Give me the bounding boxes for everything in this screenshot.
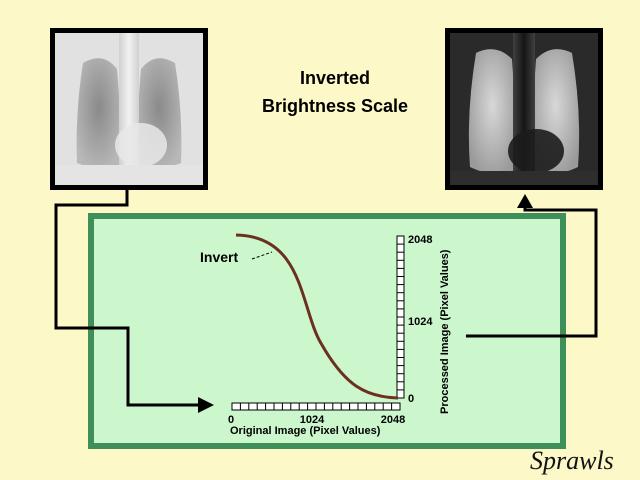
x-axis-label: Original Image (Pixel Values) bbox=[230, 425, 381, 437]
input-arrow-icon bbox=[198, 397, 214, 413]
y-axis-label: Processed Image (Pixel Values) bbox=[439, 249, 451, 414]
x-axis-ruler bbox=[231, 402, 401, 411]
y-tick-0: 0 bbox=[408, 393, 414, 405]
output-arrow-icon bbox=[517, 194, 533, 208]
original-xray-image bbox=[50, 28, 208, 190]
output-connector-line bbox=[466, 205, 598, 338]
y-tick-1024: 1024 bbox=[408, 316, 433, 328]
title-line-2: Brightness Scale bbox=[261, 96, 409, 116]
curve-label: Invert bbox=[200, 249, 238, 265]
invert-curve bbox=[235, 233, 399, 400]
processed-xray-image bbox=[445, 28, 603, 190]
chest-xray-inverted-icon bbox=[450, 33, 598, 185]
y-tick-2048: 2048 bbox=[408, 234, 432, 246]
chest-xray-normal-icon bbox=[55, 33, 203, 185]
title-line-1: Inverted bbox=[299, 68, 371, 88]
x-tick-0: 0 bbox=[228, 414, 234, 426]
y-axis-ruler bbox=[396, 235, 405, 399]
curve-label-leader bbox=[251, 251, 273, 260]
x-tick-1024: 1024 bbox=[300, 414, 325, 426]
signature: Sprawls bbox=[530, 446, 614, 475]
input-connector-line bbox=[54, 190, 200, 407]
x-tick-2048: 2048 bbox=[381, 414, 405, 426]
